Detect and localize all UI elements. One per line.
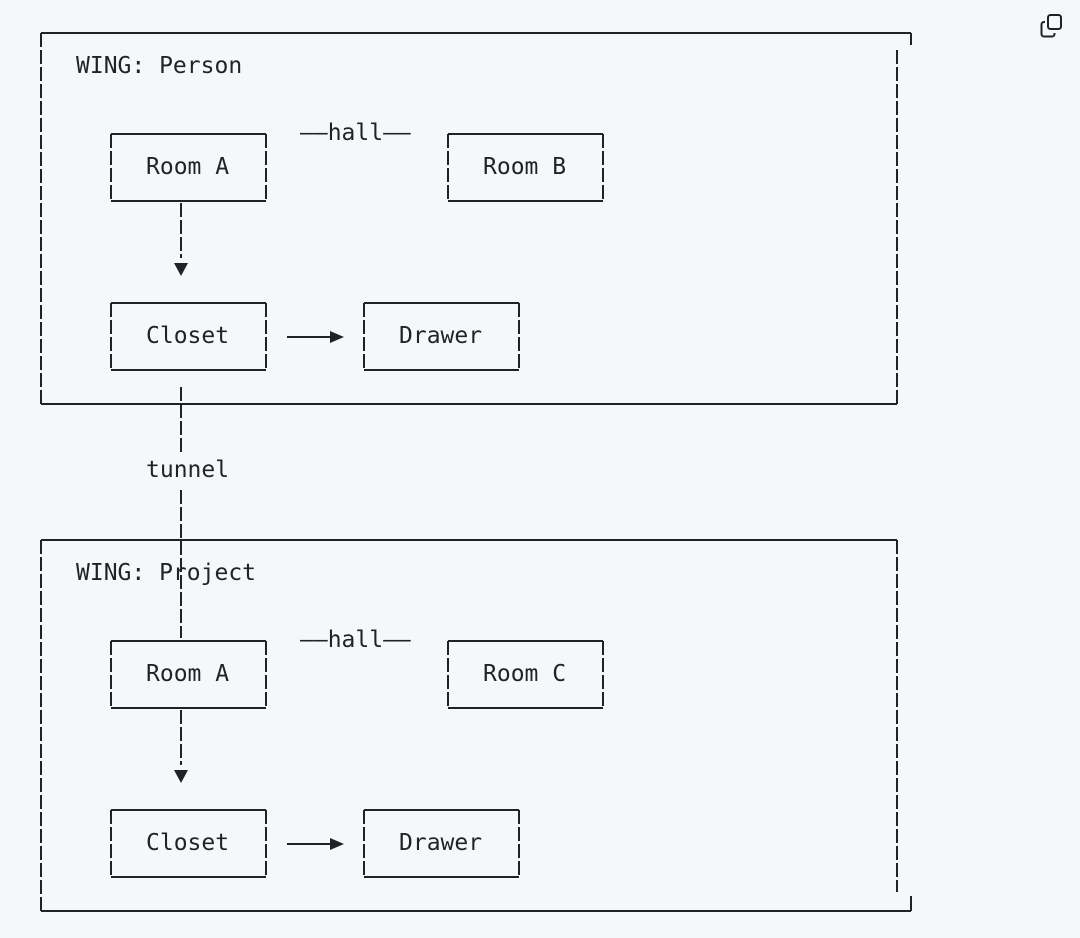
copy-icon — [1040, 14, 1062, 38]
person-drawer-label: Drawer — [399, 323, 482, 349]
project-room-c-box — [447, 640, 604, 709]
person-drawer-box — [363, 302, 520, 371]
person-hall-label: ——hall—— — [300, 120, 411, 146]
project-closet-label: Closet — [146, 830, 229, 856]
project-room-a-label: Room A — [146, 661, 229, 687]
wing-project-frame — [40, 539, 912, 912]
project-room-to-closet-arrow — [174, 710, 188, 783]
wing-person-frame — [40, 32, 912, 405]
person-room-b-label: Room B — [483, 154, 566, 180]
project-drawer-box — [363, 809, 520, 878]
wing-person-title: WING: Person — [76, 53, 242, 79]
project-closet-box — [110, 809, 267, 878]
person-closet-box — [110, 302, 267, 371]
person-room-to-closet-arrow — [174, 203, 188, 276]
wing-project-title: WING: Project — [76, 560, 256, 586]
person-closet-to-drawer-arrow — [287, 331, 344, 343]
project-room-c-label: Room C — [483, 661, 566, 687]
person-room-a-label: Room A — [146, 154, 229, 180]
copy-button[interactable] — [1034, 8, 1070, 44]
wing-project: WING: Project Room A ——hall—— Room C Clo… — [40, 539, 912, 912]
project-room-a-box — [110, 640, 267, 709]
tunnel-label: tunnel — [146, 457, 229, 483]
project-hall-label: ——hall—— — [300, 627, 411, 653]
person-room-a-box — [110, 133, 267, 202]
person-room-b-box — [447, 133, 604, 202]
project-closet-to-drawer-arrow — [287, 838, 344, 850]
project-drawer-label: Drawer — [399, 830, 482, 856]
wing-person: WING: Person Room A ——hall—— Room B Clos… — [40, 32, 912, 405]
person-closet-label: Closet — [146, 323, 229, 349]
